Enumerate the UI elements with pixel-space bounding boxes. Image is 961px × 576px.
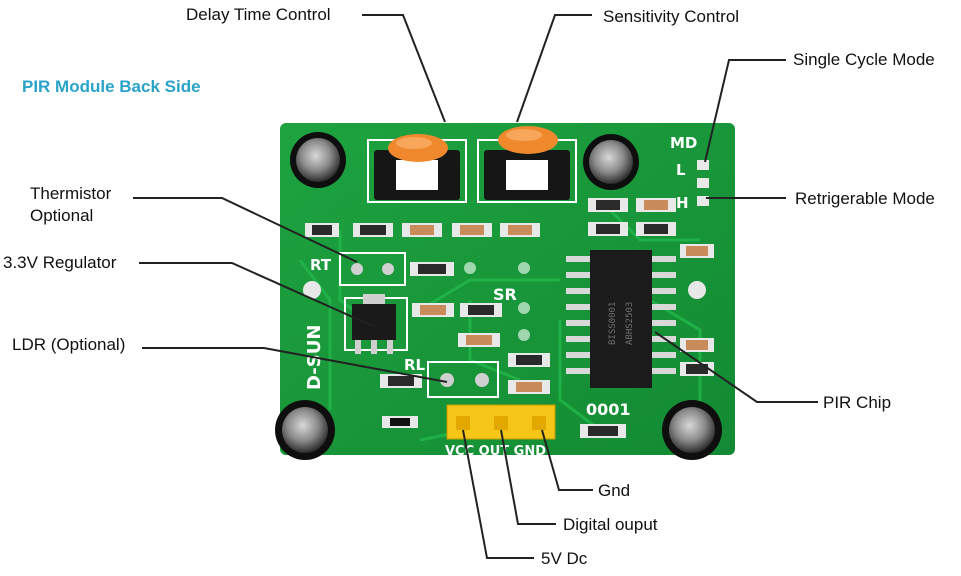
- sensitivity-potentiometer: [477, 126, 577, 203]
- silk-h: H: [676, 194, 689, 212]
- silk-l: L: [676, 161, 686, 179]
- mount-hole: [518, 262, 530, 274]
- silk-md: MD: [670, 134, 697, 152]
- mount-hole: [688, 281, 706, 299]
- label-pir-chip: PIR Chip: [823, 393, 892, 412]
- mount-hole: [464, 262, 476, 274]
- line-single-cycle: [704, 59, 786, 163]
- label-delay-time-control: Delay Time Control: [186, 5, 331, 24]
- silk-rl: RL: [404, 356, 426, 374]
- mode-jumper-pads: [697, 160, 709, 206]
- chip-marking-1: BISS0001: [608, 302, 618, 345]
- label-thermistor: Thermistor: [30, 184, 112, 203]
- pir-chip: BISS0001 ABHS2503: [566, 250, 676, 388]
- silk-sr: SR: [493, 285, 517, 304]
- label-retrigerable-mode: Retrigerable Mode: [795, 189, 935, 208]
- thermistor-pads: [339, 252, 406, 286]
- header-pins: [446, 404, 556, 440]
- mount-hole: [303, 281, 321, 299]
- line-digital-output: [500, 429, 556, 525]
- chip-marking-2: ABHS2503: [625, 302, 635, 345]
- line-regulator: [139, 262, 376, 328]
- silk-code: 0001: [586, 400, 631, 419]
- diode: [382, 416, 418, 428]
- line-pir-chip: [654, 331, 818, 403]
- capacitor-bottom-left: [275, 400, 335, 460]
- line-thermistor: [133, 197, 358, 263]
- diagram-title: PIR Module Back Side: [22, 77, 201, 96]
- label-5v-dc: 5V Dc: [541, 549, 588, 568]
- label-sensitivity-control: Sensitivity Control: [603, 7, 740, 26]
- label-single-cycle-mode: Single Cycle Mode: [793, 50, 935, 69]
- label-gnd: Gnd: [598, 481, 631, 500]
- capacitor-top-left: [290, 132, 346, 188]
- label-digital-output: Digital ouput: [563, 515, 658, 534]
- capacitor-top-right: [583, 134, 639, 190]
- smd-resistors: [305, 198, 714, 438]
- line-ldr: [142, 347, 448, 383]
- capacitor-bottom-right: [662, 400, 722, 460]
- label-thermistor-optional: Optional: [30, 206, 94, 225]
- line-delay: [362, 14, 446, 123]
- ldr-pads: [427, 361, 499, 398]
- mount-hole: [518, 302, 530, 314]
- mount-hole: [518, 329, 530, 341]
- label-regulator: 3.3V Regulator: [3, 253, 117, 272]
- label-ldr: LDR (Optional): [12, 335, 126, 354]
- voltage-regulator: [344, 294, 408, 354]
- silk-pins: VCC OUT GND: [445, 444, 546, 459]
- line-gnd: [541, 429, 593, 491]
- callout-lines: [133, 14, 818, 559]
- line-vdc: [462, 429, 534, 559]
- silk-rt: RT: [310, 256, 332, 274]
- delay-potentiometer: [367, 134, 467, 203]
- line-sensitivity: [516, 14, 592, 123]
